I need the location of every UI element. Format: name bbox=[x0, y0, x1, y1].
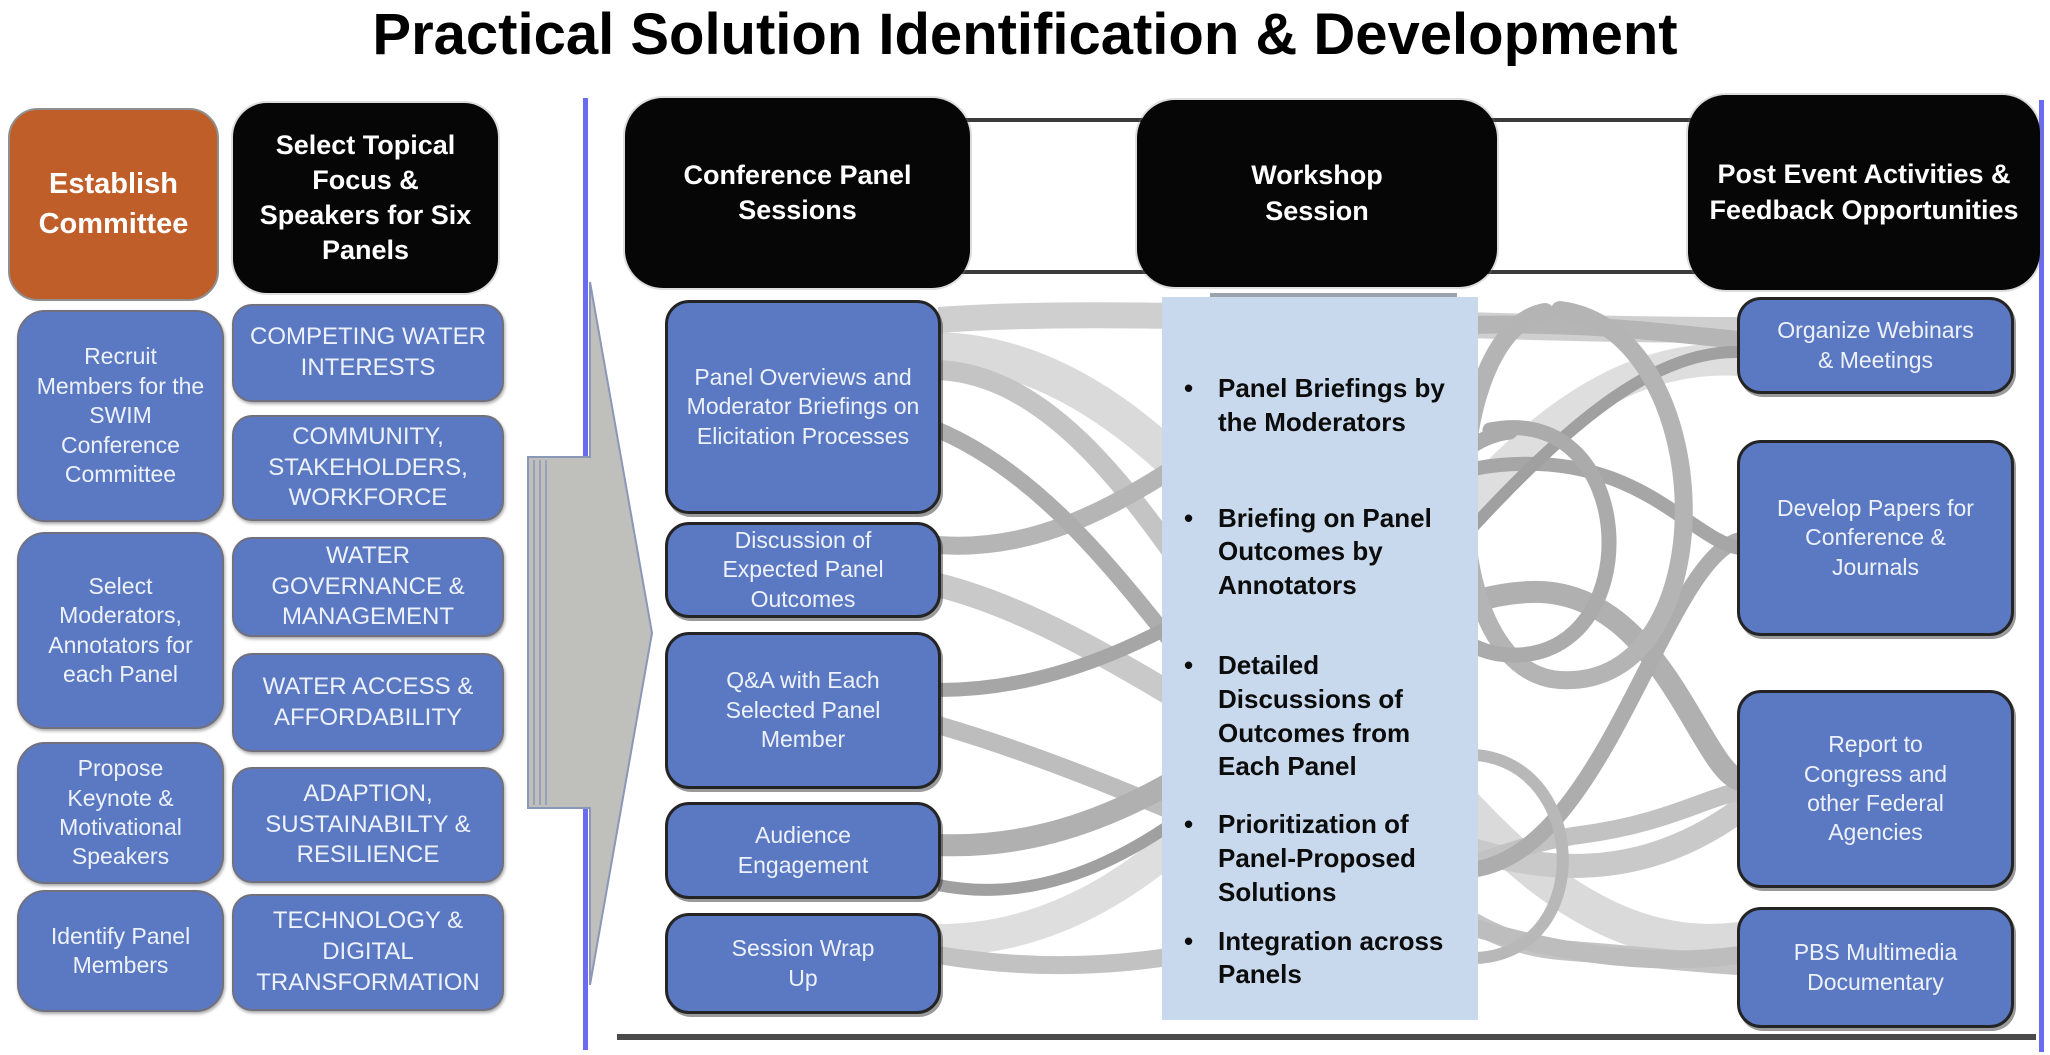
post-event-item-webinars: Organize Webinars & Meetings bbox=[1737, 297, 2014, 394]
workshop-bullet: • Prioritization of Panel-Proposed Solut… bbox=[1184, 808, 1460, 909]
topic-adaption: ADAPTION, SUSTAINABILTY & RESILIENCE bbox=[232, 767, 504, 883]
establish-committee-box: Establish Committee bbox=[8, 108, 219, 301]
topic-label: WATER ACCESS & AFFORDABILITY bbox=[262, 672, 474, 731]
post-event-item-papers: Develop Papers for Conference & Journals bbox=[1737, 440, 2014, 636]
topic-community: COMMUNITY, STAKEHOLDERS, WORKFORCE bbox=[232, 415, 504, 521]
workshop-bullet: • Briefing on Panel Outcomes by Annotato… bbox=[1184, 502, 1460, 603]
topic-label: ADAPTION, SUSTAINABILTY & RESILIENCE bbox=[265, 779, 471, 869]
committee-step-recruit: Recruit Members for the SWIM Conference … bbox=[17, 310, 224, 522]
workshop-header-box: Workshop Session bbox=[1137, 100, 1497, 287]
topic-label: COMPETING WATER INTERESTS bbox=[250, 323, 486, 381]
committee-step-label: Select Moderators, Annotators for each P… bbox=[48, 572, 193, 687]
committee-step-label: Identify Panel Members bbox=[50, 922, 191, 978]
bullet-icon: • bbox=[1184, 809, 1194, 840]
bullet-icon: • bbox=[1184, 925, 1194, 956]
conference-item-wrapup: Session Wrap Up bbox=[665, 913, 941, 1014]
topic-label: COMMUNITY, STAKEHOLDERS, WORKFORCE bbox=[268, 422, 468, 512]
post-event-item-label: Report to Congress and other Federal Age… bbox=[1803, 731, 1948, 846]
bottom-rule bbox=[617, 1034, 2036, 1040]
conference-item-label: Session Wrap Up bbox=[731, 935, 875, 991]
page-title: Practical Solution Identification & Deve… bbox=[372, 1, 1678, 67]
committee-step-label: Propose Keynote & Motivational Speakers bbox=[59, 755, 182, 870]
process-arrow bbox=[527, 281, 654, 986]
bullet-icon: • bbox=[1184, 373, 1194, 403]
post-event-item-congress: Report to Congress and other Federal Age… bbox=[1737, 690, 2014, 888]
workshop-bullet: • Integration across Panels bbox=[1184, 925, 1460, 993]
workshop-panel: • Panel Briefings by the Moderators • Br… bbox=[1162, 297, 1478, 1020]
bullet-icon: • bbox=[1184, 502, 1194, 533]
conference-item-label: Audience Engagement bbox=[737, 822, 869, 878]
topic-governance: WATER GOVERNANCE & MANAGEMENT bbox=[232, 537, 504, 637]
conference-item-overviews: Panel Overviews and Moderator Briefings … bbox=[665, 300, 941, 514]
post-event-header-box: Post Event Activities & Feedback Opportu… bbox=[1688, 95, 2040, 290]
conference-item-label: Discussion of Expected Panel Outcomes bbox=[722, 526, 884, 612]
conference-item-audience: Audience Engagement bbox=[665, 802, 941, 899]
workshop-header-label: Workshop Session bbox=[1251, 160, 1383, 226]
conference-item-label: Panel Overviews and Moderator Briefings … bbox=[686, 363, 920, 449]
topic-technology: TECHNOLOGY & DIGITAL TRANSFORMATION bbox=[232, 894, 504, 1011]
workshop-bullet-label: Prioritization of Panel-Proposed Solutio… bbox=[1218, 809, 1416, 907]
establish-committee-label: Establish Committee bbox=[38, 168, 189, 240]
topics-header-box: Select Topical Focus & Speakers for Six … bbox=[233, 103, 498, 293]
workshop-bullet: • Detailed Discussions of Outcomes from … bbox=[1184, 649, 1460, 784]
workshop-panel-topstrip bbox=[1210, 293, 1457, 300]
conference-item-discussion: Discussion of Expected Panel Outcomes bbox=[665, 522, 941, 618]
topics-header-label: Select Topical Focus & Speakers for Six … bbox=[259, 129, 472, 266]
conference-item-qa: Q&A with Each Selected Panel Member bbox=[665, 632, 941, 789]
conference-header-box: Conference Panel Sessions bbox=[625, 98, 970, 288]
topic-label: TECHNOLOGY & DIGITAL TRANSFORMATION bbox=[256, 907, 480, 996]
topic-competing-water: COMPETING WATER INTERESTS bbox=[232, 304, 504, 402]
workshop-bullet-label: Detailed Discussions of Outcomes from Ea… bbox=[1218, 649, 1411, 782]
conference-header-label: Conference Panel Sessions bbox=[683, 159, 912, 225]
workshop-bullet-label: Integration across Panels bbox=[1218, 925, 1444, 990]
topic-access: WATER ACCESS & AFFORDABILITY bbox=[232, 653, 504, 752]
committee-step-identify: Identify Panel Members bbox=[17, 890, 224, 1012]
post-event-item-label: Develop Papers for Conference & Journals bbox=[1777, 494, 1974, 580]
workshop-bullet-label: Briefing on Panel Outcomes by Annotators bbox=[1218, 502, 1432, 601]
post-event-item-label: PBS Multimedia Documentary bbox=[1793, 939, 1958, 995]
workshop-bullet-label: Panel Briefings by the Moderators bbox=[1218, 373, 1445, 437]
topic-label: WATER GOVERNANCE & MANAGEMENT bbox=[271, 541, 465, 631]
committee-step-keynote: Propose Keynote & Motivational Speakers bbox=[17, 742, 224, 884]
divider-line-right bbox=[2039, 100, 2044, 1052]
post-event-item-pbs: PBS Multimedia Documentary bbox=[1737, 907, 2014, 1028]
committee-step-moderators: Select Moderators, Annotators for each P… bbox=[17, 532, 224, 729]
bullet-icon: • bbox=[1184, 649, 1194, 680]
committee-step-label: Recruit Members for the SWIM Conference … bbox=[36, 343, 205, 488]
post-event-item-label: Organize Webinars & Meetings bbox=[1777, 317, 1974, 373]
conference-item-label: Q&A with Each Selected Panel Member bbox=[725, 667, 881, 753]
post-event-header-label: Post Event Activities & Feedback Opportu… bbox=[1709, 159, 2019, 225]
workshop-bullet: • Panel Briefings by the Moderators bbox=[1184, 372, 1460, 440]
